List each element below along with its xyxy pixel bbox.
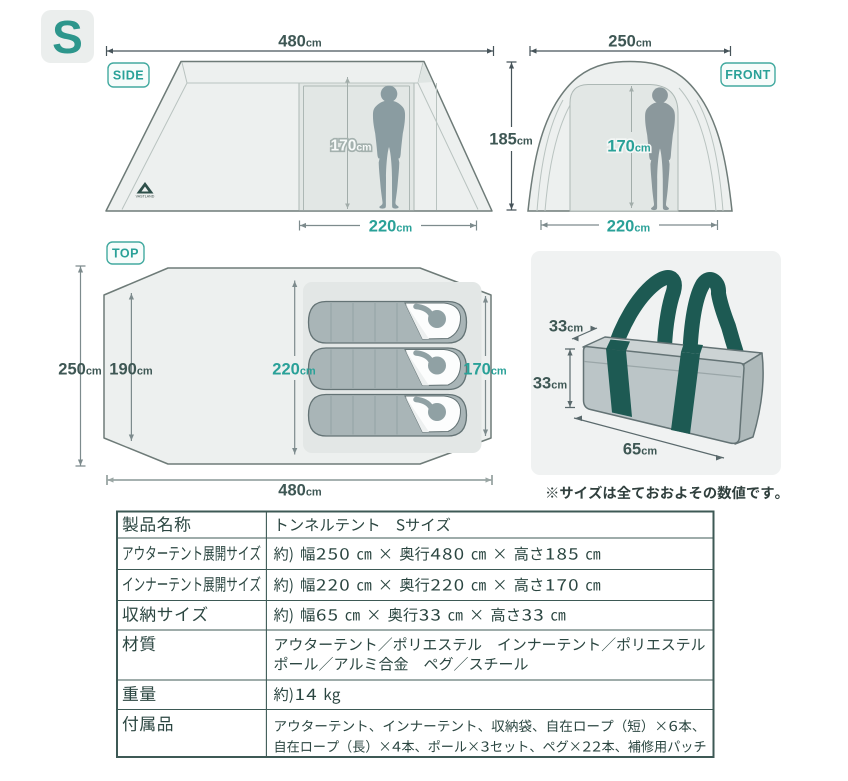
svg-text:190cm: 190cm — [109, 361, 153, 379]
svg-text:VASTLAND: VASTLAND — [136, 195, 155, 199]
svg-text:250cm: 250cm — [608, 33, 652, 51]
svg-text:185cm: 185cm — [489, 131, 533, 149]
svg-text:170cm: 170cm — [330, 138, 371, 155]
svg-text:170cm: 170cm — [330, 138, 371, 155]
svg-text:250cm: 250cm — [58, 361, 102, 379]
svg-text:SIDE: SIDE — [113, 69, 144, 83]
svg-text:220cm: 220cm — [607, 218, 651, 236]
svg-text:TOP: TOP — [112, 247, 139, 261]
svg-text:S: S — [52, 11, 83, 63]
svg-text:65cm: 65cm — [623, 441, 657, 459]
svg-text:220cm: 220cm — [369, 218, 413, 236]
svg-text:480cm: 480cm — [278, 33, 322, 51]
svg-text:FRONT: FRONT — [725, 68, 771, 82]
svg-text:170cm: 170cm — [463, 361, 507, 379]
svg-text:170cm: 170cm — [607, 138, 651, 156]
svg-text:220cm: 220cm — [272, 361, 316, 379]
svg-text:480cm: 480cm — [278, 482, 322, 500]
svg-text:33cm: 33cm — [549, 318, 583, 336]
svg-text:33cm: 33cm — [533, 375, 567, 393]
